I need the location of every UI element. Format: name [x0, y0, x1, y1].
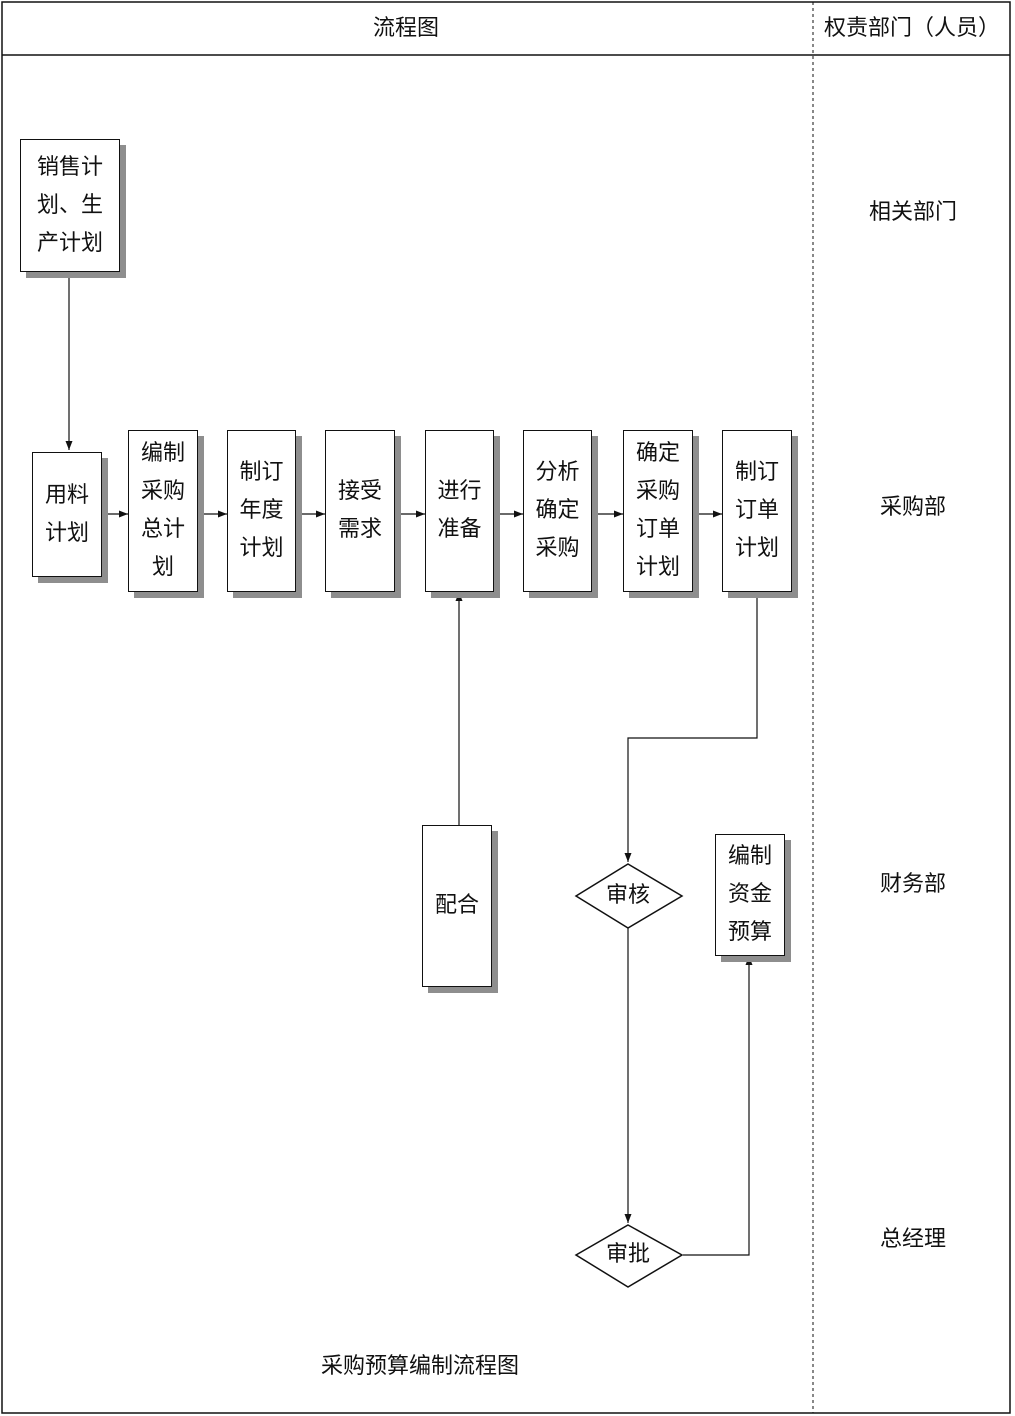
node-line: 用料	[44, 482, 89, 508]
node-line: 确定	[635, 441, 680, 466]
node-line: 资金	[727, 882, 772, 907]
node-line: 接受	[337, 479, 382, 504]
approve-diamond	[574, 1224, 684, 1288]
node-annual-plan: 制订年度计划	[227, 430, 296, 592]
node-line: 计划	[635, 555, 680, 580]
review-diamond	[574, 863, 684, 929]
node-line: 年度	[239, 498, 284, 523]
dept-finance: 财务部	[879, 872, 946, 897]
connectors	[65, 272, 758, 1256]
dept-purchasing: 采购部	[879, 495, 946, 520]
node-cooperate: 配合	[422, 825, 492, 987]
node-line: 订单	[635, 517, 680, 542]
node-line: 采购	[635, 479, 680, 504]
node-line: 分析	[535, 460, 580, 485]
node-line: 销售计	[36, 154, 103, 180]
arrow-approve-to-budget	[683, 956, 753, 1256]
node-order-plan: 确定采购订单计划	[623, 430, 693, 592]
node-line: 产计划	[36, 230, 103, 256]
dept-gm: 总经理	[879, 1227, 946, 1252]
node-budget: 编制资金预算	[715, 834, 785, 956]
node-material-plan: 用料计划	[32, 452, 102, 577]
node-line: 需求	[337, 517, 382, 542]
node-line: 划	[151, 555, 174, 580]
node-line: 确定	[535, 498, 580, 523]
node-line: 划、生	[36, 192, 103, 218]
flowchart-header: 流程图	[372, 16, 439, 41]
node-line: 采购	[535, 536, 580, 561]
node-line: 制订	[239, 460, 284, 485]
node-total-plan: 编制采购总计划	[128, 430, 198, 592]
node-accept-demand: 接受需求	[325, 430, 395, 592]
node-line: 编制	[140, 441, 185, 466]
node-line: 订单	[734, 498, 779, 523]
node-line: 计划	[44, 520, 89, 546]
node-line: 采购	[140, 479, 185, 504]
node-line: 总计	[140, 517, 185, 542]
department-header: 权责部门（人员）	[823, 16, 1000, 41]
node-prepare: 进行准备	[425, 430, 494, 592]
node-line: 配合	[434, 893, 479, 918]
node-line: 编制	[727, 844, 772, 869]
node-line: 进行	[437, 479, 482, 504]
node-sales-plan: 销售计划、生产计划	[20, 139, 120, 272]
node-line: 计划	[239, 536, 284, 561]
arrow-make-to-review	[624, 592, 758, 862]
node-line: 准备	[437, 517, 482, 542]
dept-related: 相关部门	[868, 200, 957, 225]
node-analyze: 分析确定采购	[523, 430, 592, 592]
node-line: 计划	[734, 536, 779, 561]
node-make-order-plan: 制订订单计划	[722, 430, 792, 592]
node-line: 制订	[734, 460, 779, 485]
approve-label: 审批	[605, 1242, 650, 1267]
review-label: 审核	[605, 883, 650, 908]
diagram-caption: 采购预算编制流程图	[320, 1354, 519, 1379]
node-line: 预算	[727, 920, 772, 945]
